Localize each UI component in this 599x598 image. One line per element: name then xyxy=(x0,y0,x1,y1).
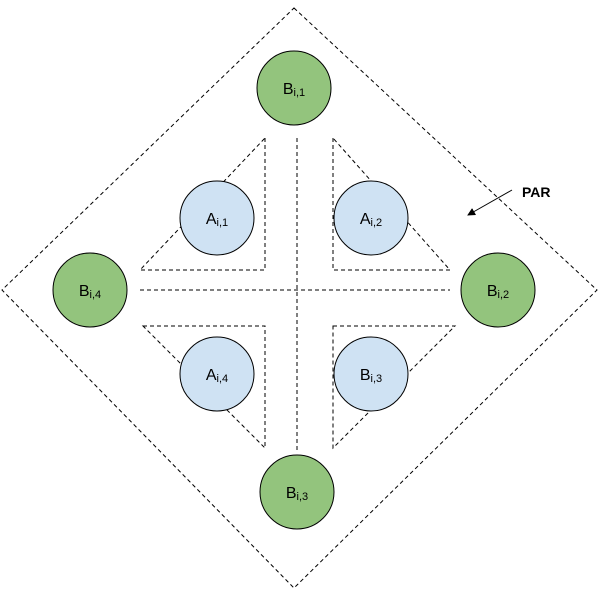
node-b-i-3-center-base: B xyxy=(360,367,371,384)
node-b-i-4-base: B xyxy=(79,283,90,300)
par-label: PAR xyxy=(522,184,551,200)
svg-text:Bi,3: Bi,3 xyxy=(286,485,308,503)
svg-text:Bi,1: Bi,1 xyxy=(283,81,305,99)
node-a-i-2-circle xyxy=(333,180,409,256)
node-b-i-3-center-circle xyxy=(333,336,409,412)
node-a-i-2-sub: i,2 xyxy=(371,217,383,229)
node-b-i-3-circle xyxy=(259,454,335,530)
svg-text:Ai,1: Ai,1 xyxy=(206,211,228,229)
node-b-i-2-circle xyxy=(460,252,536,328)
node-b-i-2-sub: i,2 xyxy=(498,289,510,301)
node-b-i-3-center: Bi,3 xyxy=(333,336,409,412)
node-a-i-4: Ai,4 xyxy=(179,336,255,412)
node-a-i-4-circle xyxy=(179,336,255,412)
node-a-i-1-sub: i,1 xyxy=(217,217,229,229)
par-arrow xyxy=(467,189,513,216)
node-a-i-1-base: A xyxy=(206,211,217,228)
node-b-i-4-circle xyxy=(52,252,128,328)
node-a-i-1-circle xyxy=(179,180,255,256)
node-b-i-2-base: B xyxy=(487,283,498,300)
node-a-i-4-base: A xyxy=(206,367,217,384)
node-b-i-4: Bi,4 xyxy=(52,252,128,328)
node-a-i-2-base: A xyxy=(360,211,371,228)
svg-text:Ai,2: Ai,2 xyxy=(360,211,382,229)
node-b-i-3-sub: i,3 xyxy=(297,491,309,503)
node-b-i-1-sub: i,1 xyxy=(294,87,306,99)
node-b-i-3: Bi,3 xyxy=(259,454,335,530)
node-b-i-3-base: B xyxy=(286,485,297,502)
triangle-top-left xyxy=(138,136,266,271)
node-b-i-1-circle xyxy=(256,50,332,126)
node-a-i-4-sub: i,4 xyxy=(217,373,229,385)
svg-text:Ai,4: Ai,4 xyxy=(206,367,228,385)
node-a-i-2: Ai,2 xyxy=(333,180,409,256)
node-b-i-2: Bi,2 xyxy=(460,252,536,328)
node-b-i-1-base: B xyxy=(283,81,294,98)
node-b-i-4-sub: i,4 xyxy=(90,289,102,301)
node-b-i-1: Bi,1 xyxy=(256,50,332,126)
svg-text:Bi,2: Bi,2 xyxy=(487,283,509,301)
par-outer-diamond xyxy=(1,7,598,589)
svg-text:Bi,3: Bi,3 xyxy=(360,367,382,385)
node-b-i-3-center-sub: i,3 xyxy=(371,373,383,385)
node-a-i-1: Ai,1 xyxy=(179,180,255,256)
svg-text:Bi,4: Bi,4 xyxy=(79,283,101,301)
